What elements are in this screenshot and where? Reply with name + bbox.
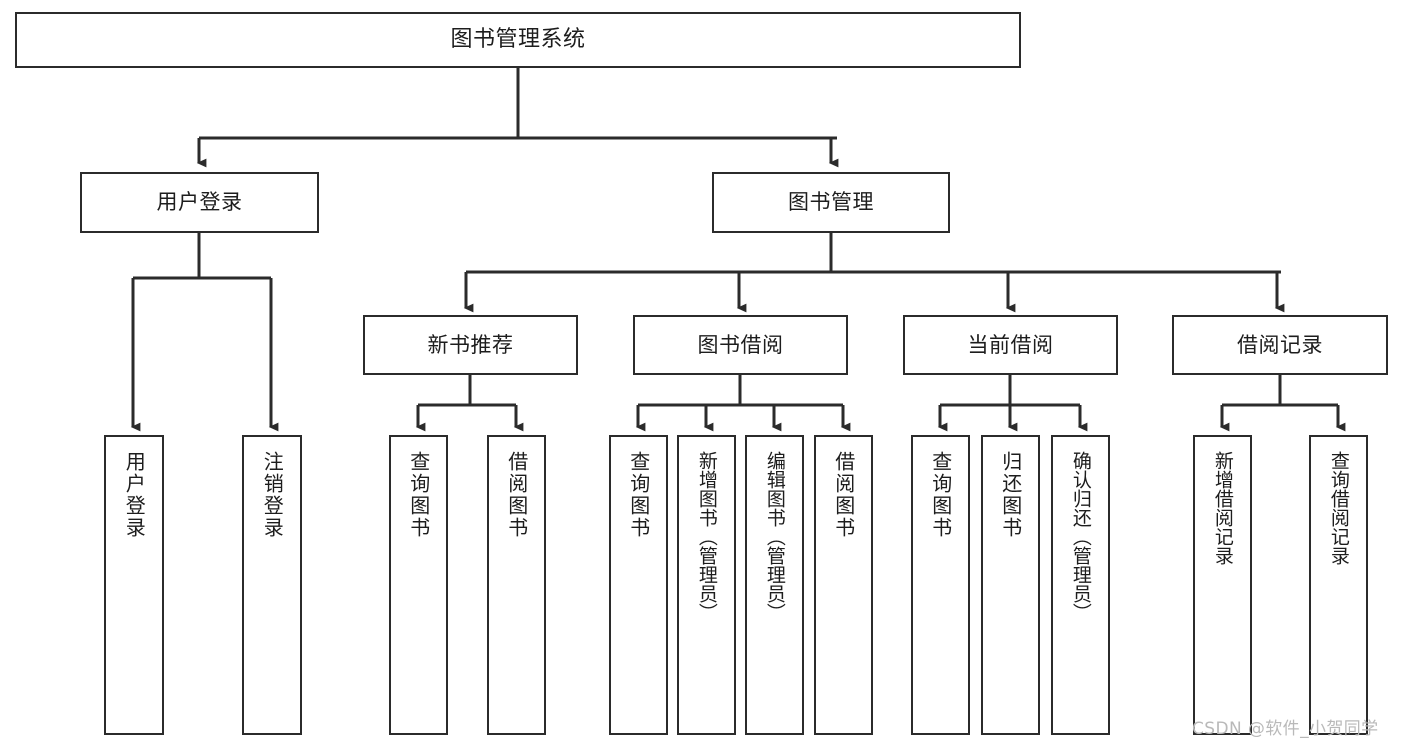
node-borrow-record[interactable]: 借阅记录 <box>1172 315 1388 375</box>
node-new-book-recommend[interactable]: 新书推荐 <box>363 315 578 375</box>
leaf-logout[interactable]: 注销登录 <box>242 435 302 735</box>
node-current-borrow[interactable]: 当前借阅 <box>903 315 1118 375</box>
node-label: 用户登录 <box>156 190 243 215</box>
node-label: 新增图书（管理员） <box>695 451 718 622</box>
node-label: 确认归还（管理员） <box>1069 451 1092 622</box>
leaf-edit-book-admin[interactable]: 编辑图书（管理员） <box>745 435 804 735</box>
leaf-query-borrow-record[interactable]: 查询借阅记录 <box>1309 435 1368 735</box>
node-label: 用户登录 <box>122 451 147 539</box>
leaf-borrow-book-recommend[interactable]: 借阅图书 <box>487 435 546 735</box>
node-label: 查询借阅记录 <box>1327 451 1350 565</box>
node-label: 当前借阅 <box>967 332 1054 357</box>
node-label: 新书推荐 <box>427 332 514 357</box>
leaf-add-borrow-record[interactable]: 新增借阅记录 <box>1193 435 1252 735</box>
node-label: 借阅图书 <box>504 451 529 539</box>
node-label: 查询图书 <box>928 451 953 539</box>
node-label: 图书管理系统 <box>450 27 586 53</box>
leaf-return-book[interactable]: 归还图书 <box>981 435 1040 735</box>
node-label: 借阅图书 <box>831 451 856 539</box>
node-user-login[interactable]: 用户登录 <box>80 172 319 233</box>
node-label: 归还图书 <box>998 451 1023 539</box>
leaf-query-book-borrow[interactable]: 查询图书 <box>609 435 668 735</box>
csdn-watermark: CSDN @软件_小贺同学 <box>1192 719 1379 739</box>
node-label: 查询图书 <box>626 451 651 539</box>
node-label: 图书借阅 <box>697 332 784 357</box>
node-root-system[interactable]: 图书管理系统 <box>15 12 1021 68</box>
node-label: 编辑图书（管理员） <box>763 451 786 622</box>
node-label: 借阅记录 <box>1237 332 1323 357</box>
leaf-add-book-admin[interactable]: 新增图书（管理员） <box>677 435 736 735</box>
node-label: 新增借阅记录 <box>1211 451 1234 565</box>
leaf-borrow-book[interactable]: 借阅图书 <box>814 435 873 735</box>
node-label: 图书管理 <box>788 190 874 215</box>
node-book-borrow[interactable]: 图书借阅 <box>633 315 848 375</box>
node-label: 查询图书 <box>406 451 431 539</box>
leaf-query-book-recommend[interactable]: 查询图书 <box>389 435 448 735</box>
leaf-query-book-current[interactable]: 查询图书 <box>911 435 970 735</box>
node-label: 注销登录 <box>260 451 285 539</box>
leaf-user-login[interactable]: 用户登录 <box>104 435 164 735</box>
leaf-confirm-return-admin[interactable]: 确认归还（管理员） <box>1051 435 1110 735</box>
node-book-management[interactable]: 图书管理 <box>712 172 950 233</box>
